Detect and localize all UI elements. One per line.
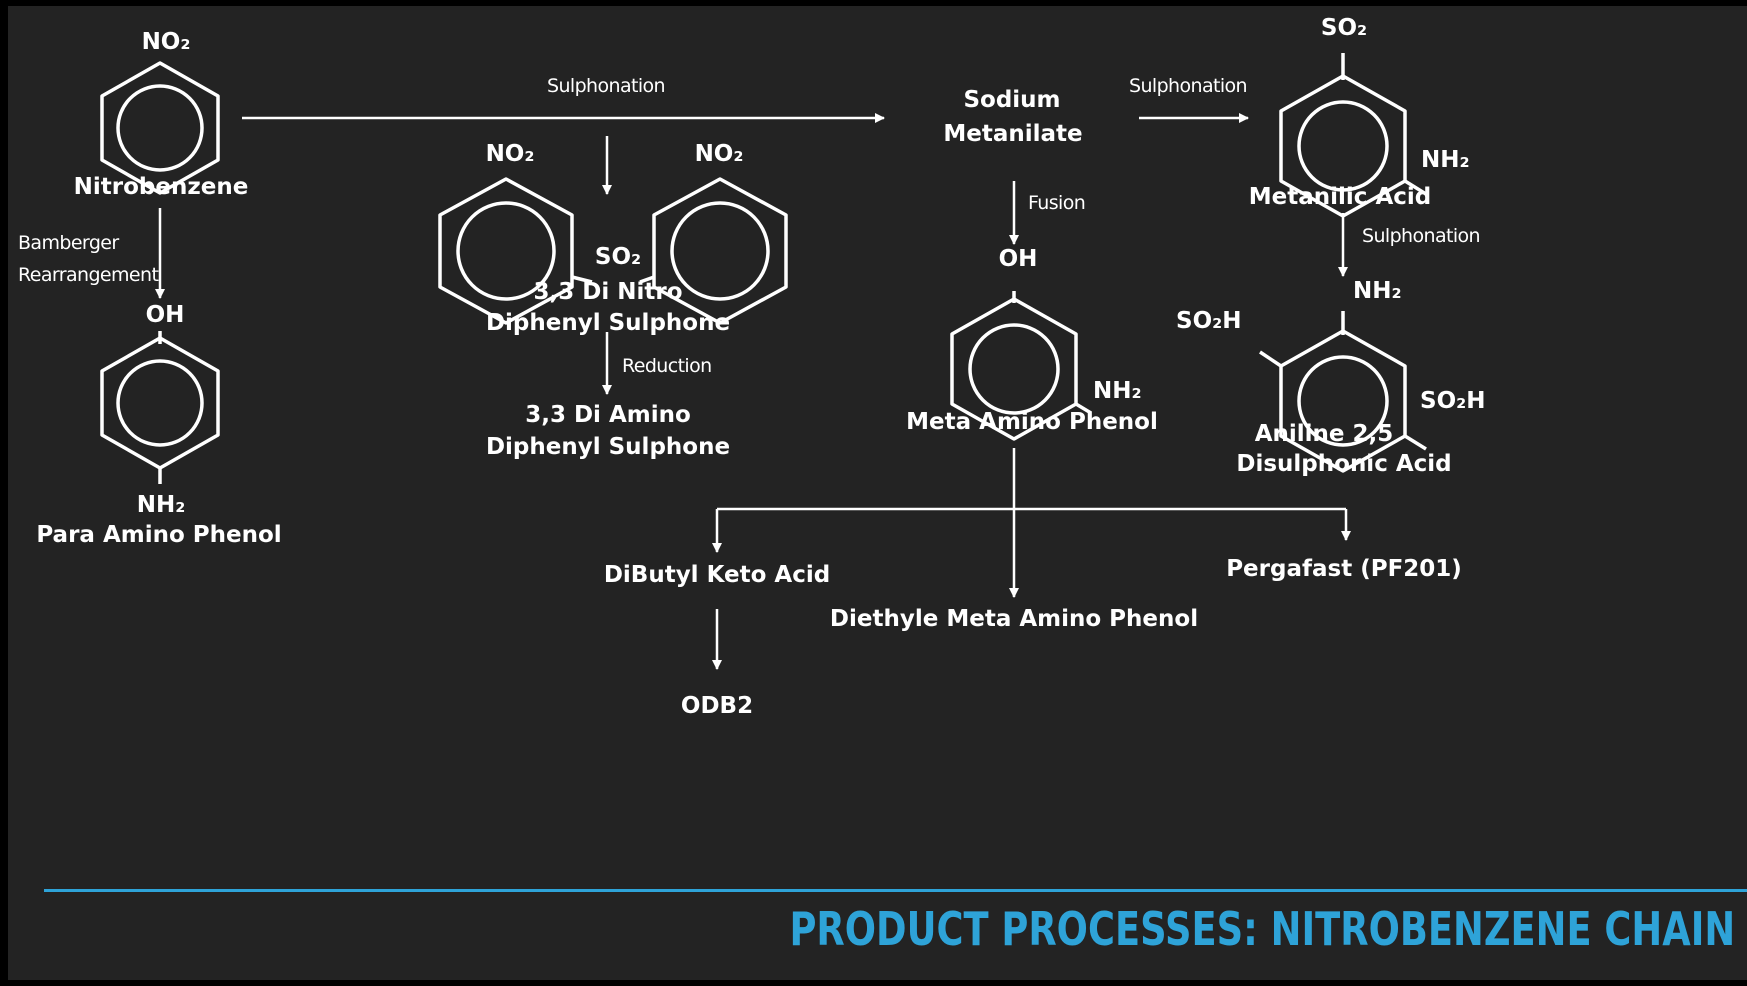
metanilic-acid-label: Metanilic Acid bbox=[1248, 184, 1432, 210]
dibutyl-keto-acid-label: DiButyl Keto Acid bbox=[603, 562, 831, 588]
footer-divider bbox=[44, 889, 1747, 892]
footer-title: PRODUCT PROCESSES: NITROBENZENE CHAIN bbox=[789, 902, 1735, 956]
dinitro-left-ring bbox=[438, 177, 574, 325]
nitrobenzene-no2-label: NO₂ bbox=[141, 29, 191, 55]
para-amino-phenol-ring bbox=[100, 336, 220, 470]
metanilic-nh2-label: NH₂ bbox=[1421, 147, 1470, 173]
pergafast-label: Pergafast (PF201) bbox=[1226, 556, 1462, 582]
para-nh2-label: NH₂ bbox=[136, 492, 186, 518]
map-nh2-label: NH₂ bbox=[1093, 378, 1142, 404]
dinitro-sulphone-label-line2: Diphenyl Sulphone bbox=[485, 310, 731, 336]
sodium-metanilate-label-line1: Sodium bbox=[963, 87, 1061, 113]
sulphone-bridge-right bbox=[639, 275, 655, 284]
map-nh2-bond bbox=[1075, 402, 1092, 415]
sulphone-so2-label: SO₂ bbox=[594, 244, 642, 270]
diethyle-meta-amino-phenol-label: Diethyle Meta Amino Phenol bbox=[829, 606, 1199, 632]
slide: NO₂ Nitrobenzene Bamberger Rearrangement… bbox=[8, 6, 1747, 980]
aniline-so3h-left-bond bbox=[1259, 350, 1282, 368]
sulphonation-down-label: Sulphonation bbox=[1362, 225, 1481, 247]
meta-amino-phenol-ring bbox=[950, 297, 1078, 441]
para-oh-label: OH bbox=[145, 302, 185, 328]
metanilic-so2-label: SO₂ bbox=[1320, 15, 1368, 41]
bamberger-label-line2: Rearrangement bbox=[18, 264, 159, 286]
reaction-diagram bbox=[100, 53, 1427, 670]
sulphonation-main-label: Sulphonation bbox=[547, 75, 666, 97]
aniline-so3h-right-label: SO₂H bbox=[1420, 388, 1486, 414]
bamberger-label-line1: Bamberger bbox=[18, 232, 119, 254]
map-oh-label: OH bbox=[998, 246, 1038, 272]
aniline-so3h-right-bond bbox=[1404, 434, 1427, 451]
diamino-sulphone-label-line2: Diphenyl Sulphone bbox=[485, 434, 731, 460]
sulphone-bridge-left bbox=[571, 275, 593, 284]
dinitro-right-no2-label: NO₂ bbox=[694, 141, 744, 167]
odb2-label: ODB2 bbox=[680, 693, 754, 719]
metanilic-nh2-bond bbox=[1404, 179, 1427, 196]
dinitro-left-no2-label: NO₂ bbox=[485, 141, 535, 167]
aniline-nh2-label: NH₂ bbox=[1353, 278, 1402, 304]
aniline-disulphonic-label-line1: Aniline 2,5 bbox=[1254, 421, 1394, 447]
dinitro-right-ring bbox=[652, 177, 788, 325]
sulphonation-right-label: Sulphonation bbox=[1129, 75, 1248, 97]
reduction-label: Reduction bbox=[622, 355, 712, 377]
sodium-metanilate-label-line2: Metanilate bbox=[943, 121, 1083, 147]
dinitro-sulphone-label-line1: 3,3 Di Nitro bbox=[533, 279, 683, 305]
diamino-sulphone-label-line1: 3,3 Di Amino bbox=[525, 402, 691, 428]
para-amino-phenol-label: Para Amino Phenol bbox=[36, 522, 282, 548]
fusion-label: Fusion bbox=[1028, 192, 1086, 214]
nitrobenzene-ring bbox=[100, 61, 220, 195]
nitrobenzene-label: Nitrobenzene bbox=[73, 174, 249, 200]
meta-amino-phenol-label: Meta Amino Phenol bbox=[906, 409, 1158, 435]
aniline-disulphonic-label-line2: Disulphonic Acid bbox=[1236, 451, 1452, 477]
aniline-so3h-left-label: SO₂H bbox=[1176, 308, 1242, 334]
